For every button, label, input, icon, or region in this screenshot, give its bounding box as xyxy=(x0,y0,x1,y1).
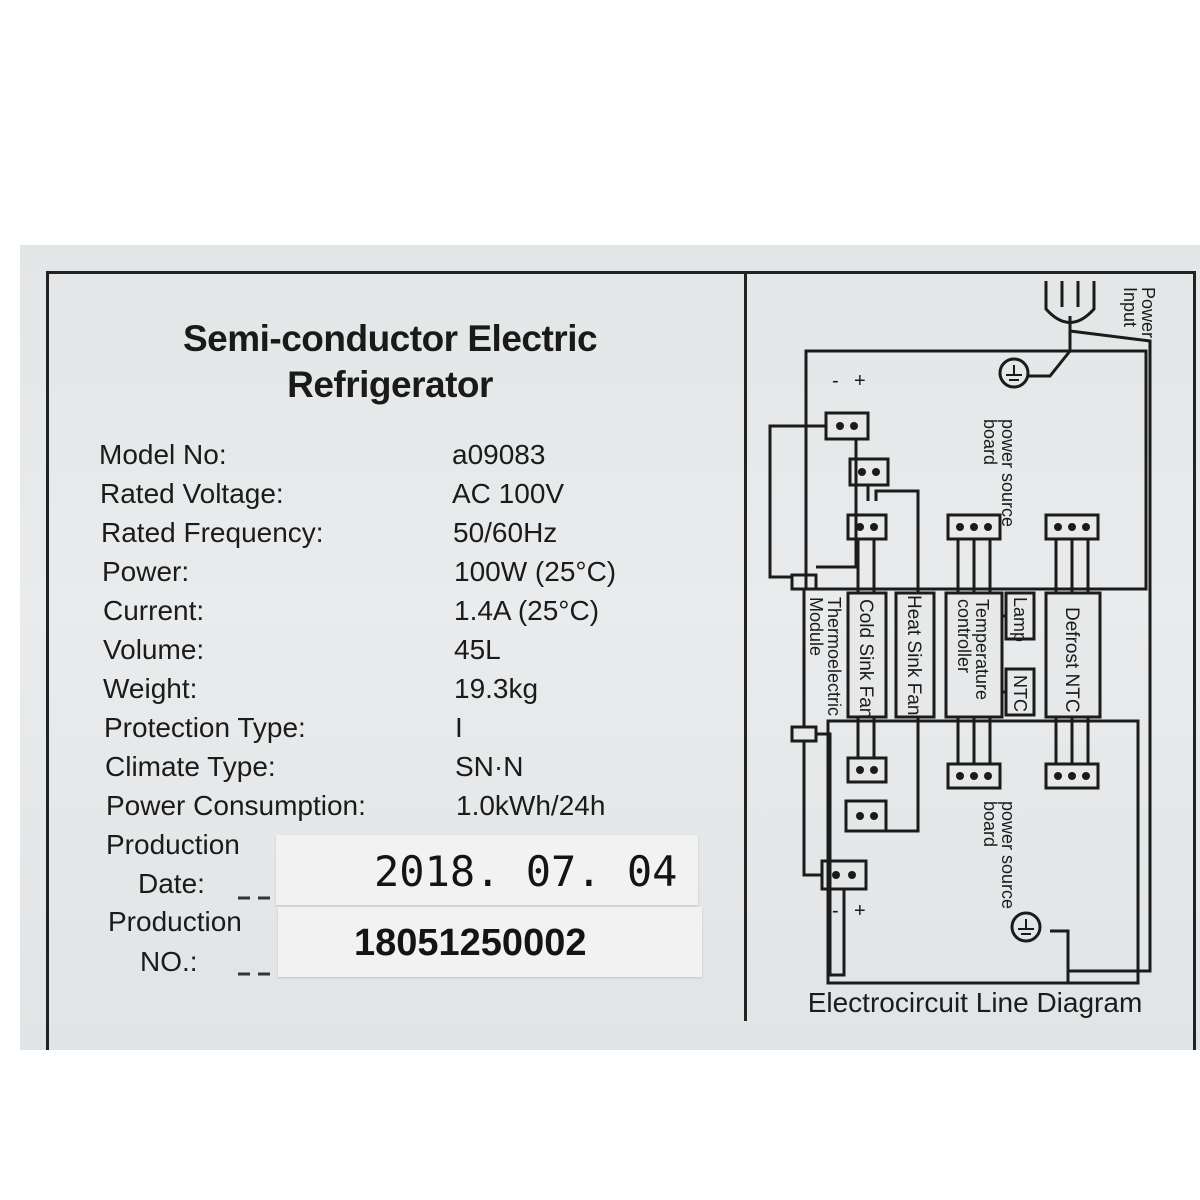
spec-value-protection: I xyxy=(455,712,463,743)
spec-value-voltage: AC 100V xyxy=(452,478,565,509)
diagram-caption: Electrocircuit Line Diagram xyxy=(807,987,1143,1018)
spec-label-protection: Protection Type: xyxy=(104,712,306,743)
production-no-label: Production xyxy=(108,906,242,937)
spec-label-weight: Weight: xyxy=(103,673,198,704)
spec-value-frequency: 50/60Hz xyxy=(453,517,558,548)
connector-pins xyxy=(832,422,1090,879)
spec-value-model: a09083 xyxy=(452,439,546,470)
spec-label-frequency: Rated Frequency: xyxy=(101,517,324,548)
production-date-value: 2018. 07. 04 xyxy=(374,847,678,896)
spec-label-consumption: Power Consumption: xyxy=(106,790,366,821)
psb-bottom-label: power source board xyxy=(980,801,1018,909)
production-no-label-2: NO.: xyxy=(140,946,198,977)
circuit-diagram: - + - + Power Input power source board p… xyxy=(768,281,1158,985)
temperature-controller-label: Temperature controller xyxy=(954,599,992,700)
svg-text:Temperature: Temperature xyxy=(972,599,992,700)
svg-text:board: board xyxy=(980,419,1000,465)
defrost-ntc-label: Defrost NTC xyxy=(1061,607,1082,713)
top-minus-sign: - xyxy=(832,370,839,392)
production-no-value: 18051250002 xyxy=(354,922,587,964)
spec-label-model: Model No: xyxy=(99,439,227,470)
power-input-label: Power Input xyxy=(1120,287,1158,338)
svg-text:Power: Power xyxy=(1138,287,1158,338)
product-title-line2: Refrigerator xyxy=(287,364,493,405)
svg-text:Module: Module xyxy=(806,597,826,656)
spec-value-power: 100W (25°C) xyxy=(454,556,617,587)
production-date-label-2: Date: xyxy=(138,868,205,899)
top-board-outline xyxy=(804,349,1148,591)
spec-value-volume: 45L xyxy=(454,634,501,665)
product-title-line1: Semi-conductor Electric xyxy=(182,318,598,359)
top-ground-wire xyxy=(1028,350,1072,378)
spec-label-volume: Volume: xyxy=(103,634,205,665)
psb-top-label: power source board xyxy=(980,419,1018,527)
spec-value-weight: 19.3kg xyxy=(454,673,539,704)
spec-label-current: Current: xyxy=(103,595,205,626)
spec-label-voltage: Rated Voltage: xyxy=(100,478,284,509)
spec-value-climate: SN·N xyxy=(455,751,524,782)
lamp-label: Lamp xyxy=(1010,597,1030,642)
production-date-sticker: 2018. 07. 04 xyxy=(276,835,698,905)
ground-symbols xyxy=(1006,365,1034,935)
top-plus-sign: + xyxy=(854,370,866,392)
svg-text:power source: power source xyxy=(998,801,1018,909)
spec-label-climate: Climate Type: xyxy=(105,751,276,782)
label-plate: Semi-conductor Electric Refrigerator Mod… xyxy=(20,245,1200,1050)
label-frame xyxy=(46,271,1196,1050)
bottom-plus-sign: + xyxy=(854,900,866,922)
bottom-ground-wire xyxy=(1050,929,1070,983)
ntc-label: NTC xyxy=(1010,675,1030,712)
spec-value-current: 1.4A (25°C) xyxy=(454,595,600,626)
svg-text:Thermoelectric: Thermoelectric xyxy=(824,597,844,716)
bottom-board-outline xyxy=(826,719,1140,985)
svg-text:Input: Input xyxy=(1120,287,1140,327)
svg-text:board: board xyxy=(980,801,1000,847)
thermoelectric-module-label: Thermoelectric Module xyxy=(806,597,844,716)
production-no-sticker: 18051250002 xyxy=(278,907,702,977)
heat-sink-fan-label: Heat Sink Fan xyxy=(903,595,924,715)
spec-label-power: Power: xyxy=(102,556,190,587)
bottom-minus-sign: - xyxy=(832,900,839,922)
cold-sink-fan-label: Cold Sink Fan xyxy=(855,599,876,718)
spec-value-consumption: 1.0kWh/24h xyxy=(456,790,606,821)
production-date-label: Production xyxy=(106,829,240,860)
label-divider xyxy=(744,271,747,1021)
svg-text:controller: controller xyxy=(954,599,974,673)
svg-text:power source: power source xyxy=(998,419,1018,527)
